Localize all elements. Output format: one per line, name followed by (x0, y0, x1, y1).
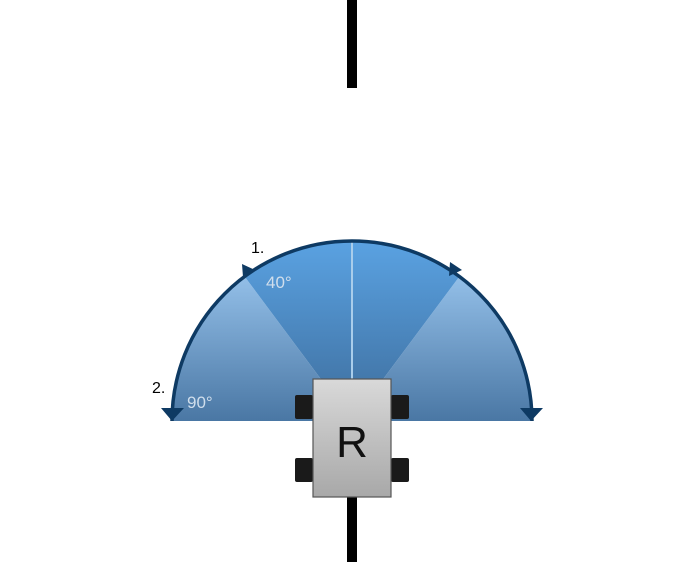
wheel-front-right (391, 395, 409, 419)
arrow-left-90-icon (161, 408, 184, 421)
arrow-right-90-icon (520, 408, 543, 421)
scan-arc (170, 239, 534, 422)
scan-sector-left-outer (172, 276, 352, 421)
track-line-top (347, 0, 357, 88)
arrow-left-40-icon (242, 264, 255, 277)
angle-90-label: 90° (187, 393, 213, 412)
marker-2-label: 2. (152, 380, 165, 397)
arrow-right-40-icon (449, 262, 462, 276)
track-line-bottom (347, 494, 357, 562)
wheel-rear-left (295, 458, 313, 482)
scan-sector-right-outer (352, 276, 532, 421)
wheel-front-left (295, 395, 313, 419)
robot-label: R (336, 418, 368, 467)
angle-40-label: 40° (266, 273, 292, 292)
marker-1-label: 1. (251, 240, 264, 257)
robot-body (312, 378, 392, 498)
wheel-rear-right (391, 458, 409, 482)
